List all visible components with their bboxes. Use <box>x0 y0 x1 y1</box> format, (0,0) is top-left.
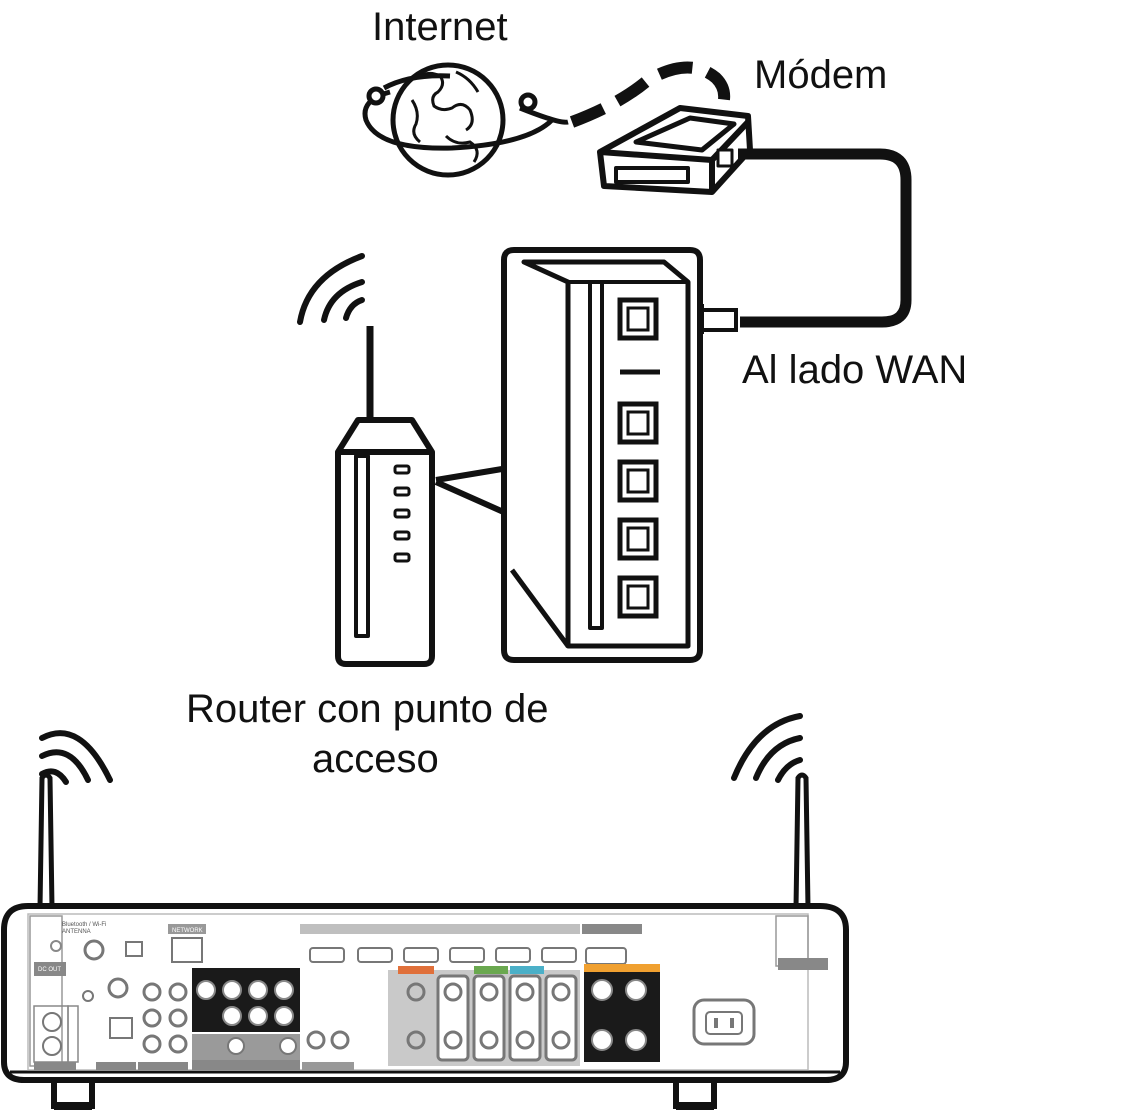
router-wifi-signal-icon <box>297 253 365 325</box>
modem-icon <box>597 105 753 195</box>
wan-side-label: Al lado WAN <box>742 348 967 392</box>
router-back-panel-zoom <box>501 247 703 663</box>
receiver-rear-panel: Bluetooth / Wi-Fi ANTENNA DC OUT NETWORK <box>27 913 828 1071</box>
modem-label: Módem <box>754 53 887 97</box>
svg-text:Bluetooth / Wi-Fi: Bluetooth / Wi-Fi <box>62 922 106 928</box>
router-label-line1: Router con punto de <box>186 687 548 731</box>
svg-text:ANTENNA: ANTENNA <box>62 929 91 935</box>
router-label-line2: acceso <box>312 737 439 781</box>
wan-cable <box>738 148 912 328</box>
receiver-left-wifi-icon <box>39 730 113 785</box>
router-callout-lines <box>434 465 510 517</box>
ethernet-port-icons <box>617 297 659 619</box>
svg-text:NETWORK: NETWORK <box>172 928 203 934</box>
internet-label: Internet <box>372 5 508 49</box>
internet-link-dashed <box>569 61 731 128</box>
router-icon <box>335 417 435 667</box>
svg-text:DC OUT: DC OUT <box>38 967 61 973</box>
internet-globe-icon <box>362 62 569 178</box>
receiver-antennas <box>37 772 811 911</box>
receiver-right-wifi-icon <box>731 713 803 783</box>
